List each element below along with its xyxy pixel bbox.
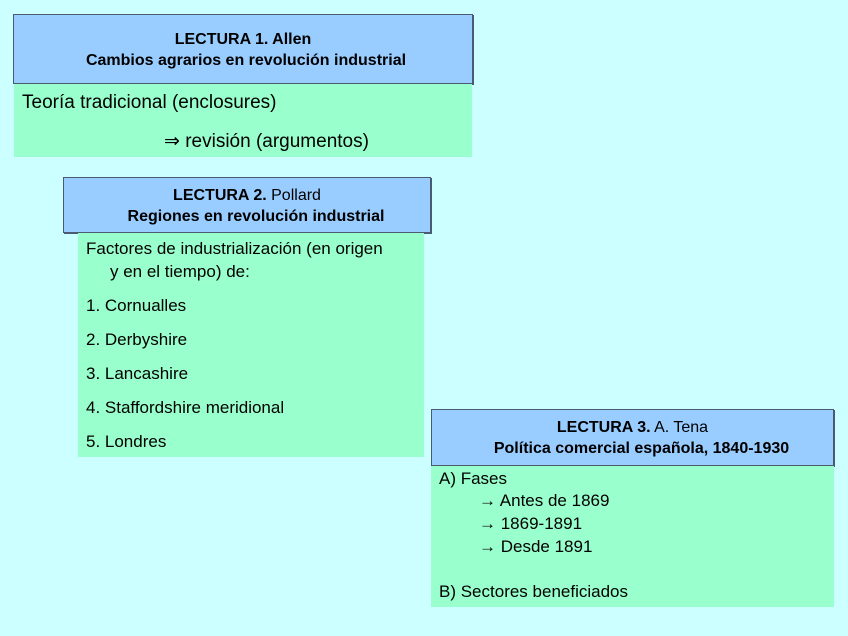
lectura3-author: A. Tena (650, 419, 709, 436)
lectura3-subtitle: Política comercial española, 1840-1930 (493, 440, 790, 457)
lectura3-fase: → Desde 1891 (479, 537, 593, 556)
lectura3-fase: → Antes de 1869 (479, 491, 610, 510)
lectura2-header: LECTURA 2. Pollard Regiones en revolució… (63, 177, 431, 233)
lectura1-line-2: ⇒ revisión (argumentos) (164, 131, 369, 152)
lectura2-item: 1. Cornualles (86, 296, 187, 315)
lectura1-body: Teoría tradicional (enclosures) ⇒ revisi… (14, 84, 472, 157)
lectura2-item: 3. Lancashire (86, 364, 189, 383)
lectura2-intro-1: Factores de industrialización (en origen (86, 239, 383, 258)
lectura1-header: LECTURA 1. Allen Cambios agrarios en rev… (13, 14, 473, 84)
lectura1-title: LECTURA 1. Allen (174, 31, 312, 48)
lectura2-item: 5. Londres (86, 432, 167, 451)
lectura3-fase: → 1869-1891 (479, 514, 583, 533)
lectura2-body: Factores de industrialización (en origen… (78, 233, 424, 457)
lectura3-title: LECTURA 3. (556, 419, 651, 436)
lectura1-subtitle: Cambios agrarios en revolución industria… (85, 52, 407, 69)
lectura3-header: LECTURA 3. A. Tena Política comercial es… (431, 409, 834, 466)
lectura3-body: A) Fases → Antes de 1869 → 1869-1891 → D… (431, 466, 834, 607)
lectura1-line-1: Teoría tradicional (enclosures) (22, 92, 277, 113)
lectura2-subtitle: Regiones en revolución industrial (127, 208, 385, 225)
lectura2-item: 4. Staffordshire meridional (86, 398, 285, 417)
lectura3-section-a: A) Fases (439, 469, 508, 488)
lectura3-section-b: B) Sectores beneficiados (439, 582, 628, 601)
lectura2-item: 2. Derbyshire (86, 330, 188, 349)
lectura2-title: LECTURA 2. (173, 187, 267, 204)
lectura2-author: Pollard (266, 187, 321, 204)
lectura2-intro-2: y en el tiempo) de: (110, 262, 250, 281)
